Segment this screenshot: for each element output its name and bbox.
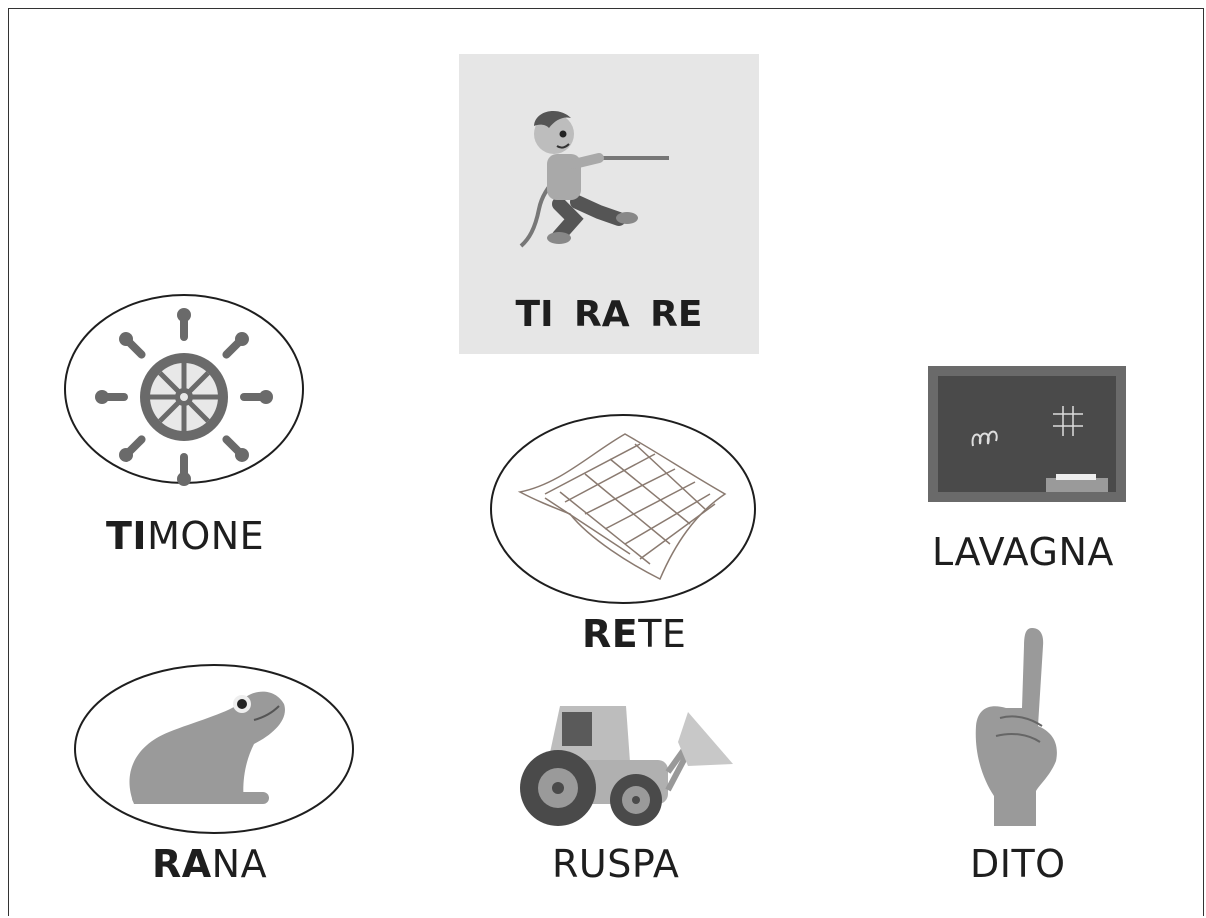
word-lavagna: LAVAGNA bbox=[932, 530, 1114, 574]
word-rete: RETE bbox=[582, 612, 687, 656]
word-ruspa: RUSPA bbox=[552, 842, 680, 886]
blackboard-icon[interactable] bbox=[928, 366, 1126, 502]
bulldozer-icon[interactable] bbox=[518, 702, 738, 828]
page-frame bbox=[8, 8, 1204, 916]
word-rana: RANA bbox=[152, 842, 268, 886]
net-icon bbox=[517, 433, 727, 581]
syllable-re: RE bbox=[650, 294, 703, 335]
pulling-rope-boy-icon bbox=[519, 111, 669, 248]
syllable-ra: RA bbox=[574, 294, 630, 335]
finger-icon[interactable] bbox=[970, 626, 1070, 826]
syllable-ti: TI bbox=[515, 294, 554, 335]
timone-circle[interactable] bbox=[64, 294, 304, 486]
main-word-title: TI RA RE bbox=[459, 294, 759, 335]
word-dito: DITO bbox=[970, 842, 1066, 886]
frog-icon bbox=[129, 691, 285, 804]
main-word-card: TI RA RE bbox=[459, 54, 759, 354]
rete-circle[interactable] bbox=[490, 414, 756, 604]
rana-circle[interactable] bbox=[74, 664, 354, 834]
ship-wheel-icon bbox=[95, 308, 273, 486]
word-timone: TIMONE bbox=[106, 514, 265, 558]
